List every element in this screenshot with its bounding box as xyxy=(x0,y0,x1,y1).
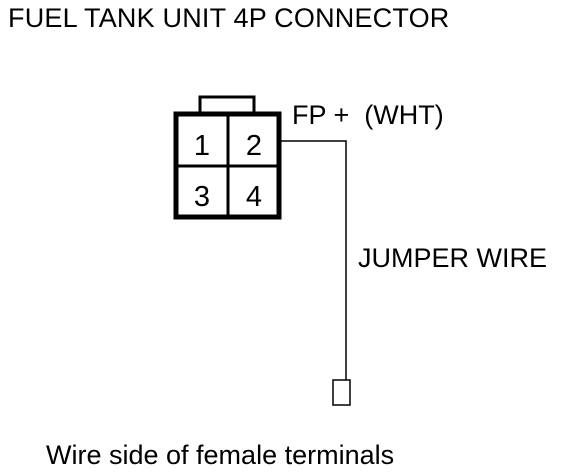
pin-1-label: 1 xyxy=(194,130,210,162)
connector-lock-tab xyxy=(198,95,256,114)
diagram-caption: Wire side of female terminals xyxy=(46,440,395,470)
jumper-wire-terminal xyxy=(332,379,351,406)
pin-4-label: 4 xyxy=(246,181,262,213)
terminal-label: FP + (WHT) xyxy=(292,100,444,130)
jumper-wire-label: JUMPER WIRE xyxy=(358,243,547,273)
pin-3-label: 3 xyxy=(194,181,210,213)
pin-2-label: 2 xyxy=(246,130,262,162)
jumper-wire xyxy=(279,140,347,380)
diagram-title: FUEL TANK UNIT 4P CONNECTOR xyxy=(8,3,450,33)
